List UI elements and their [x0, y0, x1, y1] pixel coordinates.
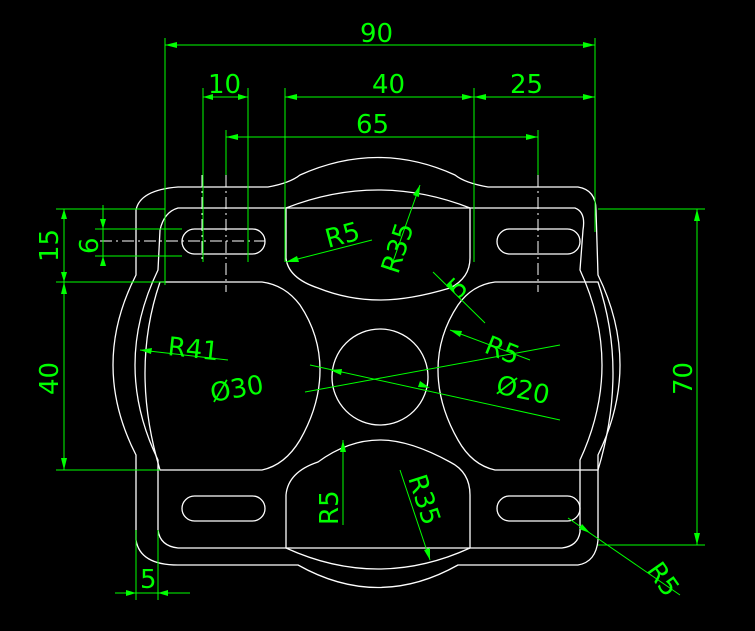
dim-6: 6 — [75, 237, 105, 254]
dim-dia30: Ø30 — [208, 370, 266, 409]
leader-r5-right — [449, 329, 531, 361]
dim-r35-bottom: R35 — [401, 471, 445, 529]
dim-10: 10 — [208, 70, 241, 100]
part-geometry — [100, 156, 621, 589]
dim-25: 25 — [510, 70, 543, 100]
center-circle — [331, 328, 429, 426]
bottom-window — [285, 439, 471, 570]
dim-15: 15 — [35, 229, 65, 262]
dimension-lines — [56, 38, 705, 600]
dim-40-left: 40 — [35, 362, 65, 395]
slot-bottom-left — [181, 495, 266, 522]
leader-r41 — [139, 349, 229, 361]
leader-dia2 — [309, 364, 561, 421]
dim-65: 65 — [356, 110, 389, 140]
dim-5-bottom: 5 — [140, 565, 157, 595]
inner-contour — [134, 207, 603, 549]
top-window — [285, 189, 471, 301]
dim-r5-corner: R5 — [640, 557, 684, 603]
leader-r35-bottom — [399, 469, 431, 561]
leader-r5-top — [285, 239, 373, 263]
leader-gap — [432, 271, 486, 324]
dimension-text: 90 10 40 25 65 15 6 40 70 5 R5 R35 R41 Ø… — [35, 19, 699, 602]
right-window — [437, 281, 614, 471]
dim-70: 70 — [669, 362, 699, 395]
leader-r35-top — [389, 184, 421, 271]
left-window — [144, 281, 321, 471]
leader-dia — [304, 344, 561, 393]
slot-bottom-right — [496, 495, 581, 522]
dim-r5-bottom: R5 — [315, 490, 345, 525]
dim-dia20: Ø20 — [494, 371, 553, 411]
dim-r5-top: R5 — [322, 217, 363, 255]
outer-contour — [112, 156, 621, 589]
dim-r41: R41 — [166, 332, 220, 367]
dim-r5-right: R5 — [480, 331, 523, 372]
dim-r35-top: R35 — [376, 219, 420, 277]
dim-40-top: 40 — [372, 70, 405, 100]
dim-gap-5: 5 — [442, 272, 475, 305]
dim-90: 90 — [360, 19, 393, 49]
